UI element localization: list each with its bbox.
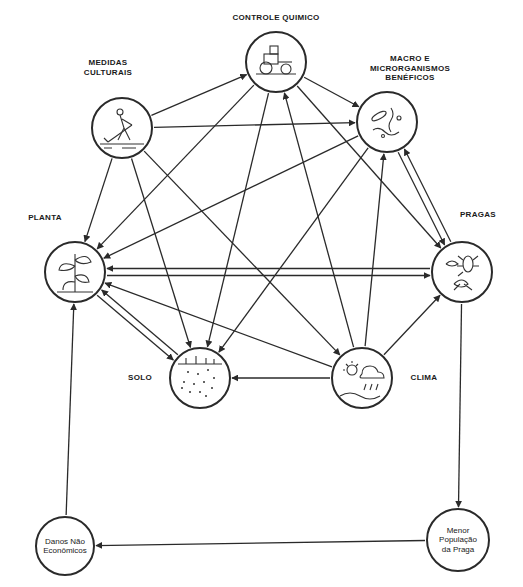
factor-circle: CONTROLE QUIMICO [245, 31, 307, 93]
factor-circle: SOLO [169, 347, 231, 409]
influence-arrow [365, 154, 384, 346]
influence-arrow [219, 148, 368, 352]
influence-arrow [151, 75, 246, 116]
circle-text: Danos Não Econômicos [41, 537, 89, 555]
circle-heading: SOLO [123, 372, 157, 384]
influence-arrow [102, 290, 178, 355]
influence-arrow [144, 151, 340, 355]
influence-arrow [384, 295, 440, 354]
plant-icon [57, 254, 93, 292]
climate-icon [340, 361, 384, 399]
circle-text: Menor População da Praga [434, 526, 482, 554]
insect-icon [446, 256, 479, 290]
influence-arrow [207, 93, 268, 347]
circle-heading: MEDIDAS CULTURAIS [77, 57, 139, 78]
influence-arrow [284, 93, 353, 347]
influence-arrow [97, 295, 173, 360]
influence-arrow [96, 541, 425, 546]
influence-arrow [107, 268, 430, 269]
influence-arrow [398, 152, 444, 245]
soil-icon [178, 356, 222, 397]
outcome-circle: Danos Não Econômicos [35, 516, 95, 576]
influence-arrow [404, 149, 450, 242]
factor-circle: MEDIDAS CULTURAIS [91, 97, 153, 159]
outcome-circle: Menor População da Praga [426, 508, 490, 572]
influence-arrow [458, 304, 461, 507]
influence-arrow [85, 158, 112, 241]
icons [57, 46, 479, 399]
circle-heading: MACRO E MICRORGANISMOS BENÉFICOS [364, 53, 456, 84]
influence-arrow [154, 123, 355, 128]
microbe-icon [371, 108, 401, 138]
influence-arrow [232, 377, 330, 378]
factor-circle: CLIMA [331, 347, 393, 409]
circle-heading: CONTROLE QUIMICO [216, 12, 336, 24]
influence-arrow [132, 159, 191, 348]
factor-circle: MACRO E MICRORGANISMOS BENÉFICOS [356, 91, 418, 153]
circle-heading: CLIMA [405, 372, 443, 384]
influence-arrow [66, 304, 74, 515]
influence-arrow [105, 283, 332, 367]
factor-circle: PLANTA [44, 241, 106, 303]
factor-circle: PRAGAS [431, 241, 493, 303]
tractor-icon [256, 46, 296, 74]
farmer-icon [100, 109, 144, 148]
influence-arrow [107, 275, 430, 276]
circle-heading: PRAGAS [455, 209, 501, 221]
influence-arrow [104, 136, 358, 258]
circle-heading: PLANTA [23, 212, 67, 224]
influence-arrow [297, 86, 441, 248]
